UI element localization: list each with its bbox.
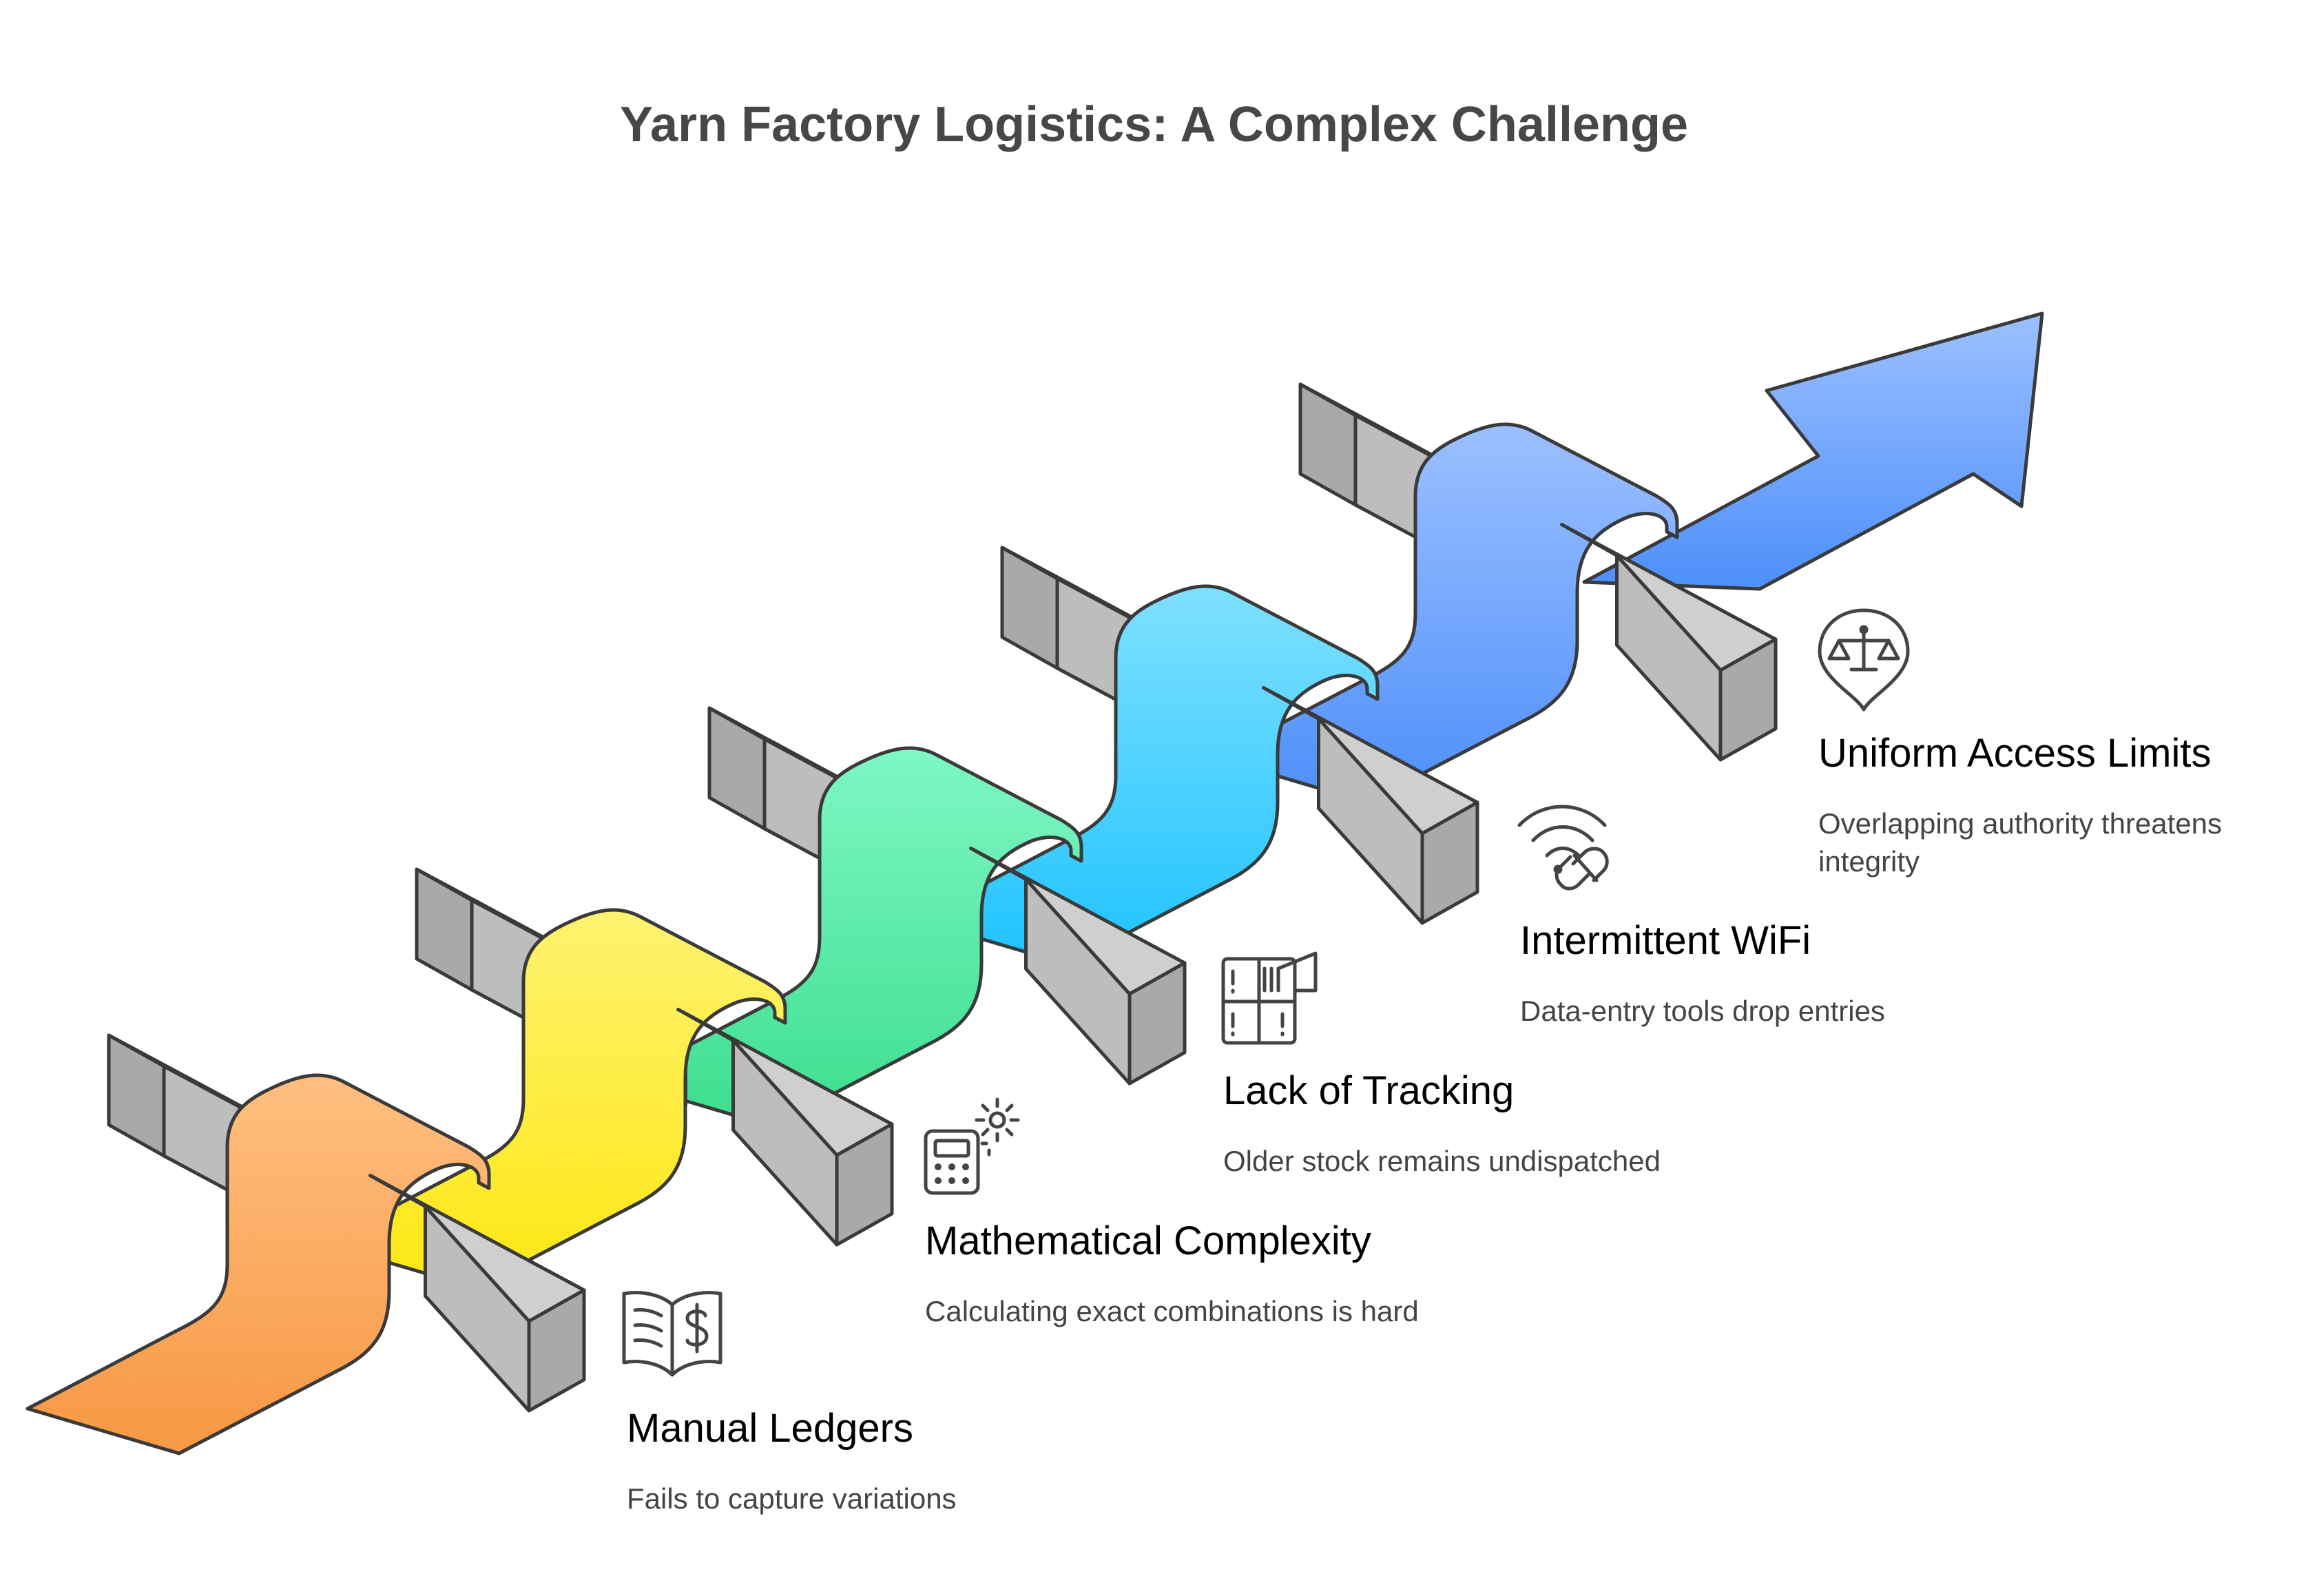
beam-end-face xyxy=(1718,637,1778,762)
calculator-gear-icon xyxy=(924,1097,1020,1195)
ribbon-step-2 xyxy=(322,908,787,1290)
step-description: Fails to capture variations xyxy=(627,1482,957,1515)
warehouse-shelf-icon xyxy=(1221,951,1318,1045)
ribbon-step-5 xyxy=(1214,422,1679,805)
step-description: Calculating exact combinations is hard xyxy=(925,1295,1419,1327)
beam-end-face xyxy=(1298,382,1358,507)
beam-end-face xyxy=(415,867,474,992)
steps-layer xyxy=(25,382,1778,1455)
arrow-head xyxy=(1582,311,2044,591)
beam-end-face xyxy=(1420,800,1479,925)
step-title: Lack of Tracking xyxy=(1223,1068,1515,1113)
step-description: Older stock remains undispatched xyxy=(1223,1145,1661,1177)
ribbon-step-3 xyxy=(618,746,1083,1128)
step-title: Intermittent WiFi xyxy=(1520,918,1811,963)
beam-end-face xyxy=(1127,961,1187,1086)
step-description: Data-entry tools drop entries xyxy=(1520,995,1885,1027)
scales-pin-icon xyxy=(1818,608,1910,712)
ledger-dollar-book-icon xyxy=(622,1291,722,1377)
step-title: Uniform Access Limits xyxy=(1818,731,2212,776)
beam-end-face xyxy=(707,706,767,831)
step-title: Mathematical Complexity xyxy=(925,1219,1371,1263)
beam-end-face xyxy=(1000,546,1059,670)
ribbon-step-4 xyxy=(914,584,1380,966)
beam-end-face xyxy=(527,1288,586,1413)
step-title: Manual Ledgers xyxy=(627,1406,913,1451)
step-description: Overlapping authority threatens integrit… xyxy=(1818,807,2223,878)
ribbon-step-1 xyxy=(25,1073,491,1455)
beam-end-face xyxy=(107,1033,166,1158)
beam-end-face xyxy=(835,1122,894,1247)
page-title: Yarn Factory Logistics: A Complex Challe… xyxy=(619,97,1689,152)
wifi-broken-link-icon xyxy=(1517,805,1609,891)
